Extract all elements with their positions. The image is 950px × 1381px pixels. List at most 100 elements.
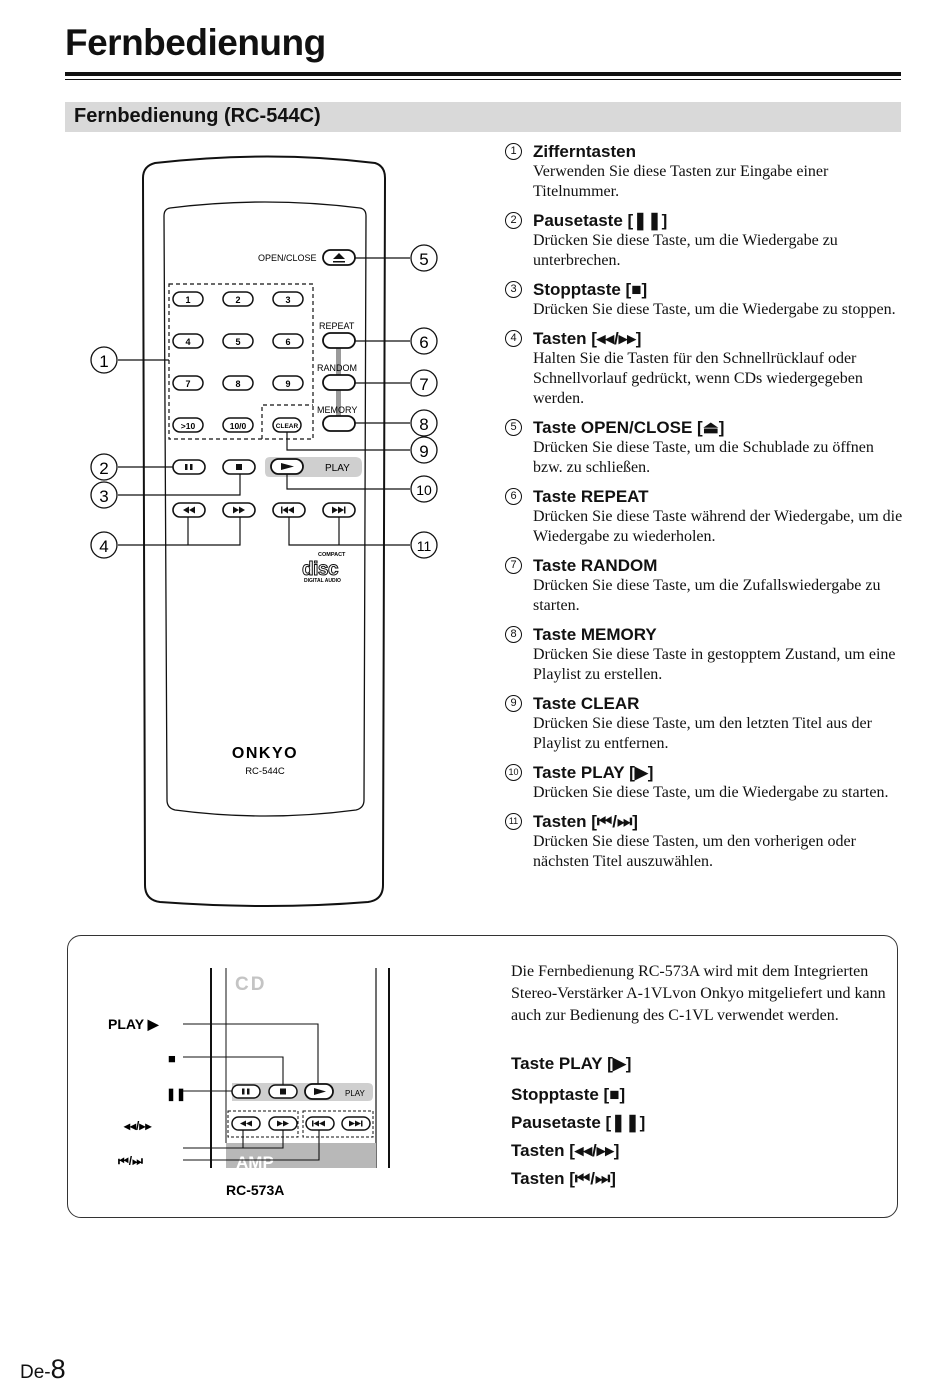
list-item: 4 Tasten [◂◂/▸▸] Halten Sie die Tasten f… (505, 328, 905, 409)
digit-key-gt10[interactable]: >10 (172, 417, 204, 433)
svg-text:1: 1 (99, 352, 108, 371)
list-item: 6 Taste REPEAT Drücken Sie diese Taste w… (505, 486, 905, 547)
pause-key[interactable] (231, 1084, 261, 1099)
remote-panel (163, 201, 367, 817)
skip-back-key[interactable] (272, 502, 306, 518)
key-list-item: Tasten [◂◂/▸▸] (511, 1141, 620, 1160)
play-key[interactable] (270, 458, 304, 475)
item-title: Zifferntasten (533, 142, 636, 161)
skip-back-icon (281, 506, 294, 514)
svg-text:11: 11 (417, 538, 432, 554)
item-text: Drücken Sie diese Taste, um die Zufallsw… (533, 577, 881, 614)
svg-text:6: 6 (419, 333, 428, 352)
play-key-label: PLAY ▶ (108, 1016, 160, 1032)
svg-text:6: 6 (285, 337, 290, 347)
digit-key-8[interactable]: 8 (222, 375, 254, 391)
item-title: Stopptaste [■] (533, 280, 648, 299)
brand-logo: ONKYO (232, 745, 298, 762)
section-title: Fernbedienung (RC-544C) (74, 105, 321, 127)
item-text: Halten Sie die Tasten für den Schnellrüc… (533, 350, 863, 407)
play-icon (281, 463, 294, 470)
callout-8: 8 (410, 409, 438, 437)
clear-key[interactable]: CLEAR (272, 417, 302, 433)
item-number: 11 (505, 813, 522, 830)
item-title: Tasten [⏮/⏭] (533, 812, 638, 831)
callout-4: 4 (90, 531, 118, 559)
play-label: PLAY (345, 1089, 366, 1098)
memory-label: MEMORY (317, 405, 357, 415)
svg-text:9: 9 (285, 379, 290, 389)
open-close-key[interactable] (322, 249, 356, 266)
list-item: 1 Zifferntasten Verwenden Sie diese Tast… (505, 141, 905, 202)
random-label: RANDOM (317, 363, 357, 373)
compact-disc-logo: COMPACT disc DIGITAL AUDIO (302, 552, 347, 584)
list-item: 8 Taste MEMORY Drücken Sie diese Taste i… (505, 624, 905, 685)
digit-key-9[interactable]: 9 (272, 375, 304, 391)
item-text: Drücken Sie diese Taste, um die Wiederga… (533, 301, 896, 318)
item-number: 5 (505, 419, 522, 436)
svg-text:4: 4 (99, 537, 108, 556)
svg-text:9: 9 (419, 442, 428, 461)
repeat-key[interactable] (322, 332, 356, 349)
fast-forward-icon (277, 1120, 289, 1127)
digit-key-10-0[interactable]: 10/0 (222, 417, 254, 433)
digit-key-3[interactable]: 3 (272, 291, 304, 307)
list-item: 5 Taste OPEN/CLOSE [⏏] Drücken Sie diese… (505, 417, 905, 478)
callout-3: 3 (90, 481, 118, 509)
memory-key[interactable] (322, 415, 356, 432)
list-item: 3 Stopptaste [■] Drücken Sie diese Taste… (505, 279, 905, 320)
rc573a-illustration: CD AMP PLAY PLAY ▶ ■ ❚❚ ◂◂/▸▸ ⏮/⏭ RC-573… (108, 968, 390, 1198)
skip-back-key[interactable] (305, 1116, 335, 1131)
list-item: 10 Taste PLAY [▶] Drücken Sie diese Tast… (505, 762, 905, 803)
digit-keys: 1 2 3 4 5 6 7 8 9 >10 10/0 (172, 291, 304, 433)
play-key[interactable] (304, 1083, 334, 1100)
open-close-label: OPEN/CLOSE (258, 253, 317, 263)
rewind-icon (240, 1120, 252, 1127)
random-key[interactable] (322, 374, 356, 391)
callout-10: 10 (410, 475, 438, 503)
rc573a-description: Die Fernbedienung RC-573A wird mit dem I… (511, 963, 886, 1024)
fast-forward-key[interactable] (268, 1116, 298, 1131)
repeat-label: REPEAT (319, 321, 355, 331)
svg-text:3: 3 (285, 295, 290, 305)
skip-forward-icon (349, 1120, 363, 1127)
pause-key[interactable] (172, 459, 206, 475)
cd-label: CD (235, 974, 266, 995)
rewind-key[interactable] (231, 1116, 261, 1131)
rc573a-model-label: RC-573A (226, 1182, 284, 1198)
page-number: De-8 (20, 1354, 66, 1381)
eject-icon (333, 253, 345, 263)
svg-text:7: 7 (419, 375, 428, 394)
item-text: Drücken Sie diese Taste, um die Schublad… (533, 439, 874, 476)
svg-text:5: 5 (235, 337, 240, 347)
amp-label: AMP (236, 1153, 274, 1172)
skip-forward-key[interactable] (341, 1116, 371, 1131)
digit-key-5[interactable]: 5 (222, 333, 254, 349)
rewind-key[interactable] (172, 502, 206, 518)
fast-forward-key[interactable] (222, 502, 256, 518)
item-number: 8 (505, 626, 522, 643)
digit-key-4[interactable]: 4 (172, 333, 204, 349)
skip-keys-label: ⏮/⏭ (118, 1154, 143, 1168)
pause-key-label: ❚❚ (166, 1087, 186, 1102)
item-number: 6 (505, 488, 522, 505)
search-keys-label: ◂◂/▸▸ (123, 1119, 152, 1133)
stop-key[interactable] (268, 1084, 298, 1099)
item-number: 10 (505, 764, 522, 781)
stop-key[interactable] (222, 459, 256, 475)
svg-text:disc: disc (302, 559, 339, 580)
svg-text:2: 2 (99, 459, 108, 478)
svg-text:8: 8 (419, 415, 428, 434)
digit-key-1[interactable]: 1 (172, 291, 204, 307)
digit-key-6[interactable]: 6 (272, 333, 304, 349)
remote-body (141, 155, 387, 907)
play-label: PLAY (325, 463, 350, 474)
digit-key-2[interactable]: 2 (222, 291, 254, 307)
callout-2: 2 (90, 453, 118, 481)
button-description-list: 1 Zifferntasten Verwenden Sie diese Tast… (505, 141, 905, 880)
skip-forward-key[interactable] (322, 502, 356, 518)
svg-text:2: 2 (235, 295, 240, 305)
digit-key-7[interactable]: 7 (172, 375, 204, 391)
amp-band (226, 1143, 376, 1168)
item-title: Taste PLAY [▶] (533, 763, 654, 782)
